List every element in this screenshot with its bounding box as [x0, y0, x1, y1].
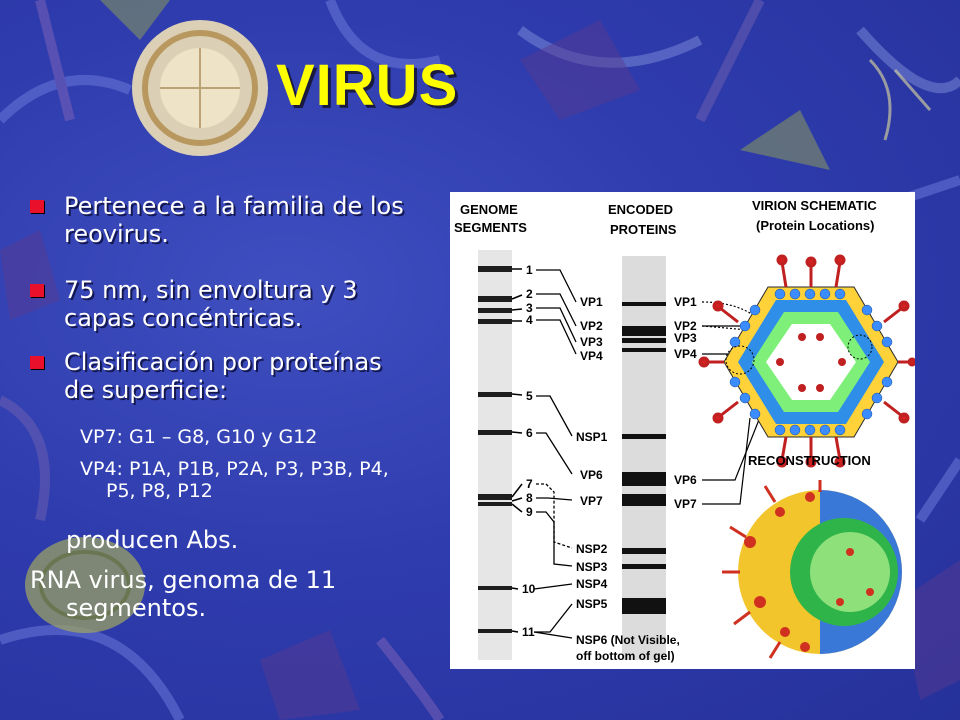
- bullet-text: Clasificación por proteínas de superfici…: [64, 348, 382, 404]
- protein-label-left: NSP2: [576, 542, 608, 556]
- virion-schematic: [698, 254, 917, 468]
- segment-label: 6: [526, 426, 533, 440]
- segment-label: 1: [526, 263, 533, 277]
- bullet-text: Pertenece a la familia de los reovirus.: [64, 192, 404, 248]
- gel-band: [622, 548, 666, 554]
- gel-band: [622, 348, 666, 352]
- gel-band: [622, 434, 666, 439]
- gel-band: [622, 326, 666, 336]
- protein-label-right: VP4: [674, 347, 697, 361]
- genome-header-2: SEGMENTS: [454, 220, 527, 235]
- proteins-header-1: ENCODED: [608, 202, 673, 217]
- genome-header-1: GENOME: [460, 202, 518, 217]
- protein-label-left: VP2: [580, 319, 603, 333]
- protein-label-left: off bottom of gel): [576, 649, 675, 663]
- segment-label: 8: [526, 491, 533, 505]
- genome-bands: [478, 266, 512, 633]
- protein-label-left: VP1: [580, 295, 603, 309]
- bullet-marker-icon: [30, 284, 44, 297]
- gel-band: [478, 308, 512, 313]
- protein-label-right: VP3: [674, 331, 697, 345]
- protein-label-left: NSP6 (Not Visible,: [576, 633, 680, 647]
- gel-band: [622, 338, 666, 343]
- protein-bands: [622, 302, 666, 614]
- gel-band: [622, 472, 666, 486]
- gel-band: [622, 598, 666, 614]
- bullet-text: 75 nm, sin envoltura y 3 capas concéntri…: [64, 276, 358, 332]
- footer-text: RNA virus, genoma de 11 segmentos.: [30, 566, 337, 622]
- gel-band: [478, 319, 512, 324]
- gel-band: [478, 586, 512, 590]
- segment-label: 7: [526, 477, 533, 491]
- schematic-header-2: (Protein Locations): [756, 218, 874, 233]
- protein-label-left: VP7: [580, 494, 603, 508]
- segment-label: 11: [522, 625, 535, 639]
- protein-label-left: NSP1: [576, 430, 608, 444]
- bullet-marker-icon: [30, 200, 44, 213]
- segment-label: 3: [526, 301, 533, 315]
- protein-label-left: VP6: [580, 468, 603, 482]
- right-protein-labels: VP1 VP2 VP3 VP4 VP6 VP7: [674, 295, 697, 511]
- protein-label-left: NSP4: [576, 577, 608, 591]
- rotavirus-figure: GENOME SEGMENTS ENCODED PROTEINS VIRION …: [450, 192, 917, 669]
- proteins-header-2: PROTEINS: [610, 222, 677, 237]
- virion-reconstruction: [722, 480, 902, 659]
- sub-item-vp4: VP4: P1A, P1B, P2A, P3, P3B, P4, P5, P8,…: [80, 458, 389, 502]
- protein-gel-lane: [622, 256, 666, 660]
- bullet-marker-icon: [30, 356, 44, 369]
- gel-band: [478, 266, 512, 272]
- gel-band: [478, 494, 512, 500]
- gel-band: [478, 392, 512, 397]
- segment-label: 9: [526, 505, 533, 519]
- protein-label-left: NSP5: [576, 597, 608, 611]
- gel-band: [478, 629, 512, 633]
- segment-labels: 1 2 3 4 5 6 7 8 9 10 11: [522, 263, 536, 639]
- slide-title: VIRUS: [276, 53, 459, 118]
- protein-label-right: VP6: [674, 473, 697, 487]
- segment-label: 4: [526, 313, 533, 327]
- figure-graphic: GENOME SEGMENTS ENCODED PROTEINS VIRION …: [454, 198, 917, 663]
- protein-label-right: VP2: [674, 319, 697, 333]
- schematic-header-1: VIRION SCHEMATIC: [752, 198, 877, 213]
- protein-label-right: VP7: [674, 497, 697, 511]
- gel-band: [478, 430, 512, 435]
- gel-band: [622, 564, 666, 569]
- genome-gel-lane: [478, 250, 512, 660]
- protein-label-right: VP1: [674, 295, 697, 309]
- continuation-text: producen Abs.: [66, 526, 239, 554]
- sub-item-vp7: VP7: G1 – G8, G10 y G12: [80, 426, 318, 448]
- gel-band: [478, 502, 512, 506]
- segment-label: 2: [526, 287, 533, 301]
- gel-band: [622, 302, 666, 306]
- protein-label-left: NSP3: [576, 560, 608, 574]
- protein-label-left: VP3: [580, 335, 603, 349]
- gel-band: [622, 494, 666, 506]
- gel-band: [478, 296, 512, 302]
- left-protein-labels: VP1 VP2 VP3 VP4 NSP1 VP6 VP7 NSP2 NSP3 N…: [576, 295, 680, 663]
- protein-label-left: VP4: [580, 349, 603, 363]
- segment-label: 5: [526, 389, 533, 403]
- segment-label: 10: [522, 582, 536, 596]
- reconstruction-label: RECONSTRUCTION: [748, 453, 871, 468]
